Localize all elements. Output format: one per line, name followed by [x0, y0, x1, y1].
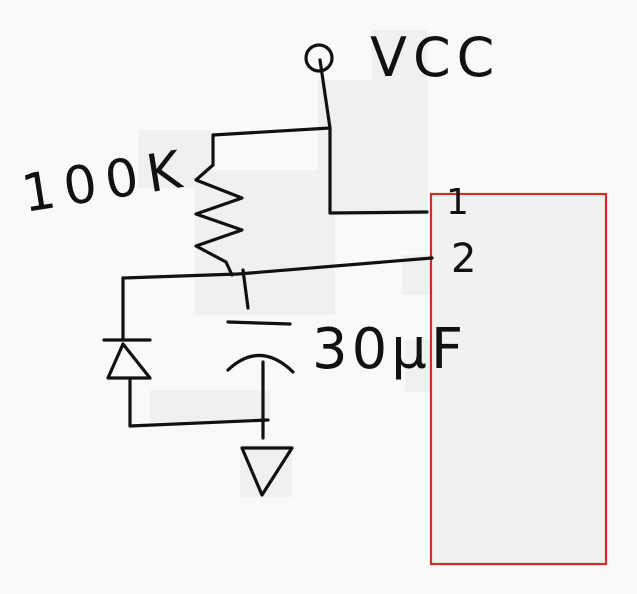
- vcc-label: VCC: [370, 26, 500, 89]
- pin-1-label: 1: [446, 182, 469, 223]
- vcc-terminal-icon: [304, 43, 334, 73]
- capacitor-symbol: [226, 320, 295, 374]
- resistor-symbol: [194, 163, 244, 277]
- resistor-label: 100K: [18, 139, 195, 225]
- pin-2-label: 2: [451, 236, 476, 282]
- ground-icon: [240, 446, 294, 497]
- wires: [121, 58, 434, 440]
- diode-symbol: [102, 338, 152, 380]
- capacitor-label: 30µF: [312, 317, 467, 382]
- chip-outline: [429, 192, 608, 566]
